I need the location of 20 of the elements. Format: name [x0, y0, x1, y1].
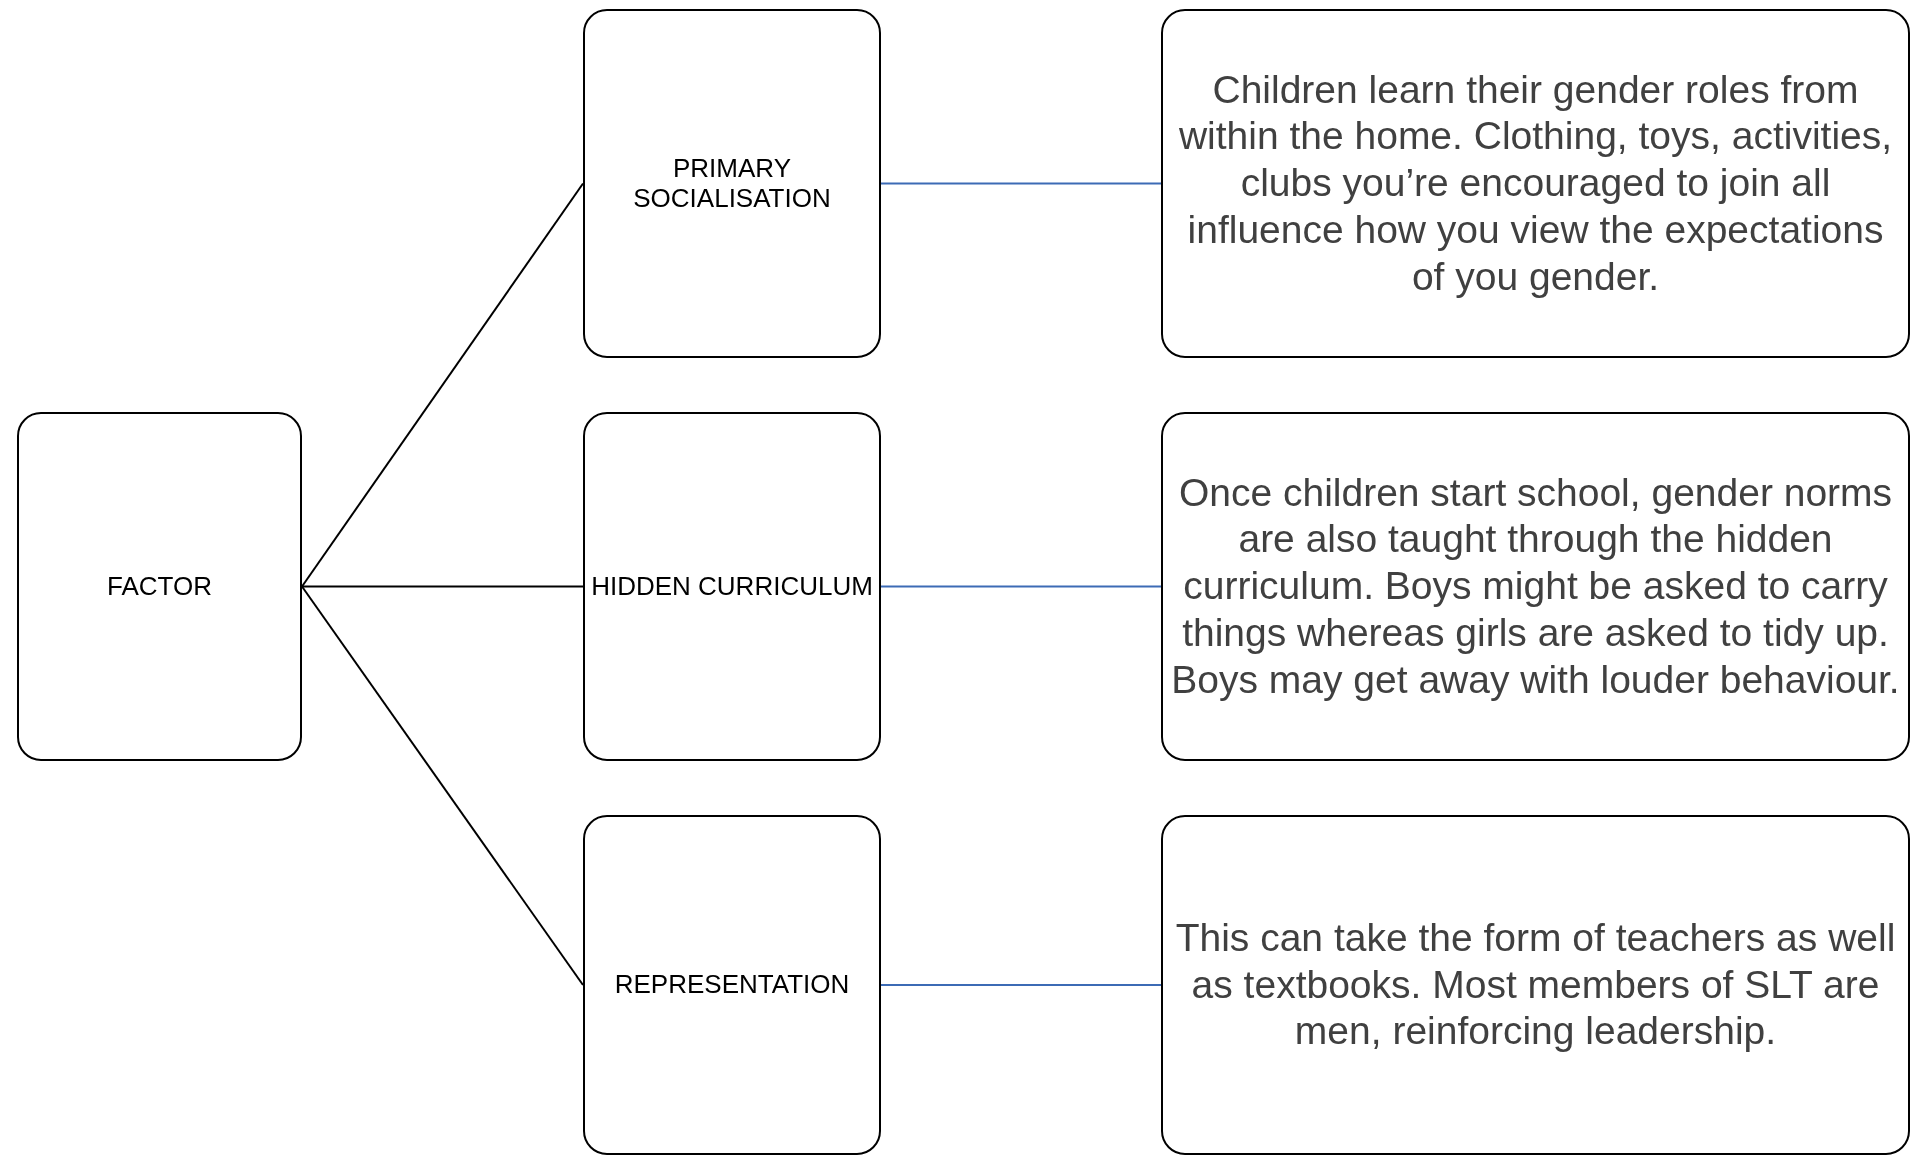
- connector-line: [880, 585, 1162, 588]
- category-label: HIDDEN CURRICULUM: [591, 571, 873, 602]
- description-text: Children learn their gender roles from within the home. Clothing, toys, activities, clubs you’re encouraged to join all influence how you view the expectations of you gender.: [1177, 66, 1894, 300]
- category-box: [583, 9, 881, 358]
- description-text: Once children start school, gender norms are also taught through the hidden curriculum. Boys might be asked to carry things whereas girls are asked to tidy up. Boys may get away with louder behaviour.: [1170, 469, 1901, 703]
- category-box: [583, 815, 881, 1155]
- connector-line: [880, 182, 1162, 185]
- description-box: [1161, 412, 1910, 761]
- connector-line: [880, 984, 1162, 986]
- category-label: FACTOR: [107, 571, 212, 602]
- category-box: [583, 412, 881, 761]
- category-label: PRIMARY SOCIALISATION: [632, 153, 832, 214]
- description-box: [1161, 9, 1910, 358]
- category-box: [17, 412, 302, 761]
- connector-line: [301, 182, 584, 588]
- description-box: [1161, 815, 1910, 1155]
- connector-line: [301, 585, 584, 588]
- description-text: This can take the form of teachers as well as textbooks. Most members of SLT are men, reinforcing leadership.: [1174, 914, 1897, 1055]
- category-label: REPRESENTATION: [614, 970, 850, 1000]
- connector-line: [301, 585, 584, 986]
